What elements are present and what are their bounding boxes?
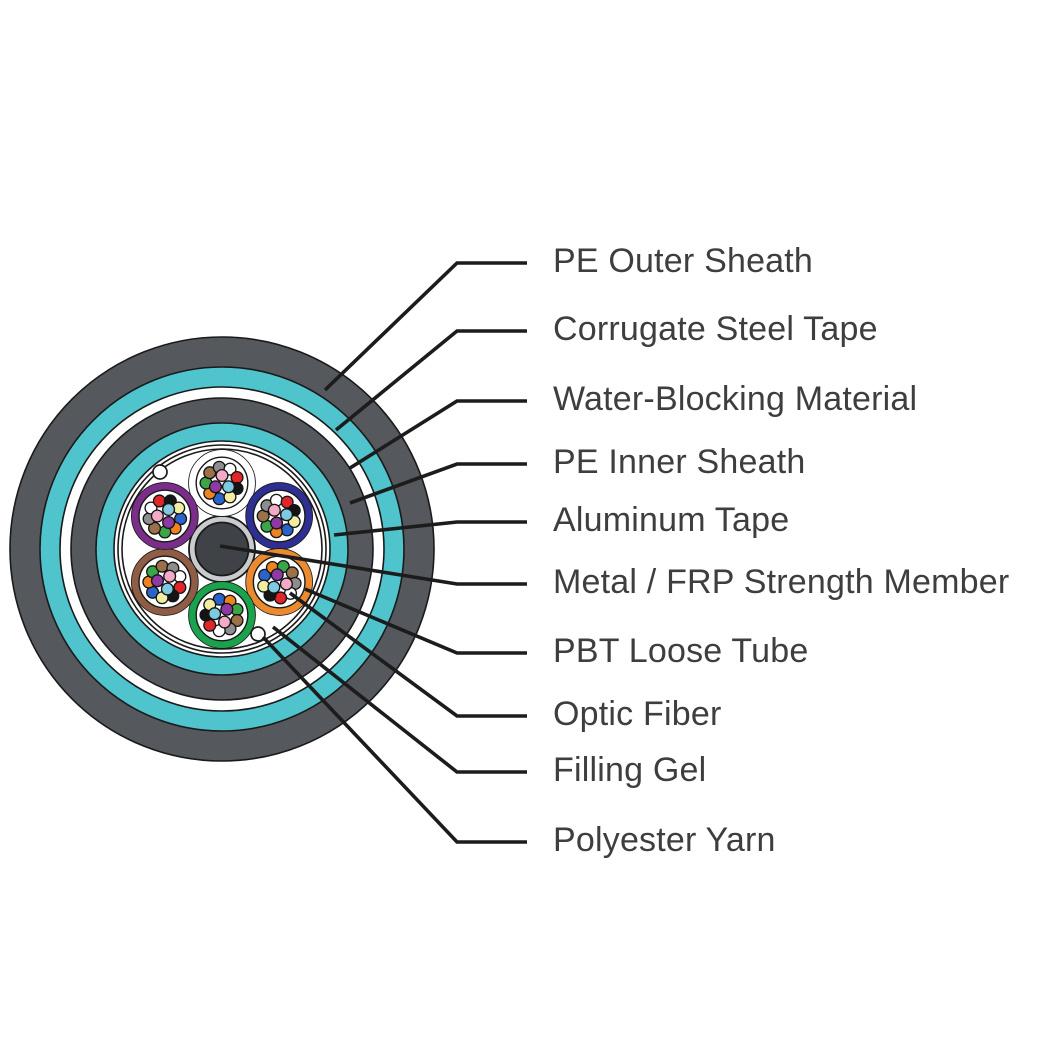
optic-fiber-dot: [221, 480, 236, 494]
label-filling-gel: Filling Gel: [553, 750, 707, 789]
optic-fiber-dot: [220, 602, 234, 616]
optic-fiber-dot: [162, 502, 176, 517]
polyester-yarn-circle: [250, 626, 266, 642]
label-polyester-yarn: Polyester Yarn: [553, 820, 776, 859]
optic-fiber-dot: [279, 508, 294, 522]
leader-line-aluminum-tape: [333, 520, 527, 537]
optic-fiber-dot: [274, 591, 288, 605]
optic-fiber-dot: [208, 480, 223, 494]
optic-fiber-dot: [155, 559, 169, 573]
polyester-yarn-circle: [152, 464, 168, 480]
optic-fiber-dot: [230, 613, 244, 628]
label-pe-inner-sheath: PE Inner Sheath: [553, 442, 806, 481]
optic-fiber-dot: [163, 569, 177, 583]
leader-line-optic-fiber: [288, 591, 527, 718]
optic-fiber-dot: [218, 615, 232, 629]
optic-fiber-dot: [285, 566, 299, 580]
leader-line-pe-inner-sheath: [349, 462, 527, 505]
leader-line-polyester-yarn: [261, 635, 527, 844]
label-corrugate-steel-tape: Corrugate Steel Tape: [553, 309, 878, 348]
inner-binder-circle-1: [117, 444, 327, 654]
optic-fiber-dot: [280, 495, 294, 509]
leader-line-pe-outer-sheath: [323, 261, 527, 392]
leader-line-filling-gel: [271, 625, 527, 774]
optic-fiber-dot: [173, 580, 187, 595]
optic-fiber-dot: [267, 503, 281, 517]
label-pe-outer-sheath: PE Outer Sheath: [553, 241, 814, 280]
optic-fiber-dot: [152, 494, 166, 508]
optic-fiber-dot: [150, 574, 165, 588]
optic-fiber-dot: [267, 580, 281, 594]
optic-fiber-dot: [270, 568, 284, 582]
optic-fiber-dot: [270, 516, 284, 530]
optic-fiber-dot: [162, 515, 176, 530]
label-water-blocking-material: Water-Blocking Material: [553, 379, 918, 418]
optic-fiber-dot: [150, 509, 164, 523]
label-metal-frp-strength-member: Metal / FRP Strength Member: [553, 562, 1010, 601]
leader-line-pbt-loose-tube: [304, 587, 527, 655]
leader-line-metal-frp-strength-member: [219, 544, 527, 586]
label-pbt-loose-tube: PBT Loose Tube: [553, 631, 809, 670]
leader-line-water-blocking-material: [349, 399, 527, 470]
optic-fiber-dot: [279, 577, 293, 591]
leader-line-corrugate-steel-tape: [334, 329, 527, 432]
optic-fiber-dot: [208, 607, 222, 621]
optic-fiber-dot: [215, 468, 229, 483]
label-aluminum-tape: Aluminum Tape: [553, 500, 790, 539]
label-optic-fiber: Optic Fiber: [553, 694, 722, 733]
optic-fiber-dot: [230, 470, 244, 485]
inner-binder-circle-2: [121, 448, 323, 650]
optic-fiber-dot: [160, 582, 174, 596]
